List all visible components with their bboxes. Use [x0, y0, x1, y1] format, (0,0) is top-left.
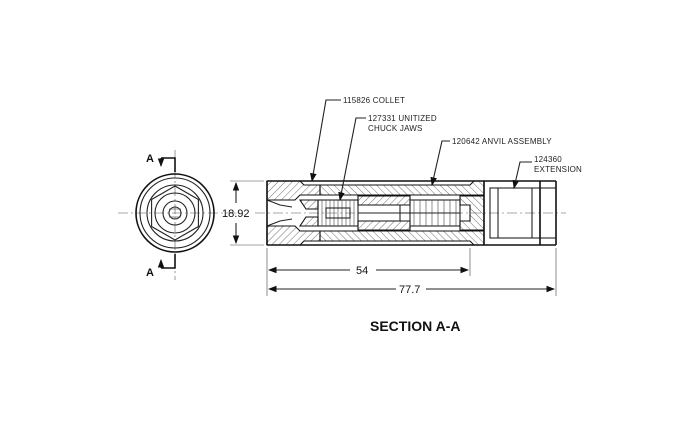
callout-chuck-line1: 127331 UNITIZED	[368, 114, 437, 123]
dim-length-total-value: 77.7	[399, 284, 420, 296]
section-cut-line: A A	[146, 153, 176, 279]
callout-extension-line1: 124360	[534, 155, 562, 164]
callout-extension-line2: EXTENSION	[534, 165, 582, 174]
dimension-diameter: 18.92	[222, 180, 264, 246]
dim-length-short-value: 54	[356, 265, 368, 277]
dimension-length-short: 54	[266, 248, 471, 296]
callouts: 115826 COLLET 127331 UNITIZED CHUCK JAWS…	[310, 96, 582, 202]
dim-diameter-value: 18.92	[222, 208, 250, 220]
callout-collet: 115826 COLLET	[343, 96, 405, 105]
section-letter-top: A	[146, 153, 154, 165]
section-view	[255, 180, 566, 246]
extension	[483, 181, 557, 245]
section-letter-bottom: A	[146, 267, 154, 279]
callout-anvil: 120642 ANVIL ASSEMBLY	[452, 137, 552, 146]
dimension-length-total: 77.7	[267, 248, 557, 296]
anvil-assembly	[409, 195, 485, 231]
callout-chuck-line2: CHUCK JAWS	[368, 124, 423, 133]
section-title: SECTION A-A	[370, 318, 460, 334]
